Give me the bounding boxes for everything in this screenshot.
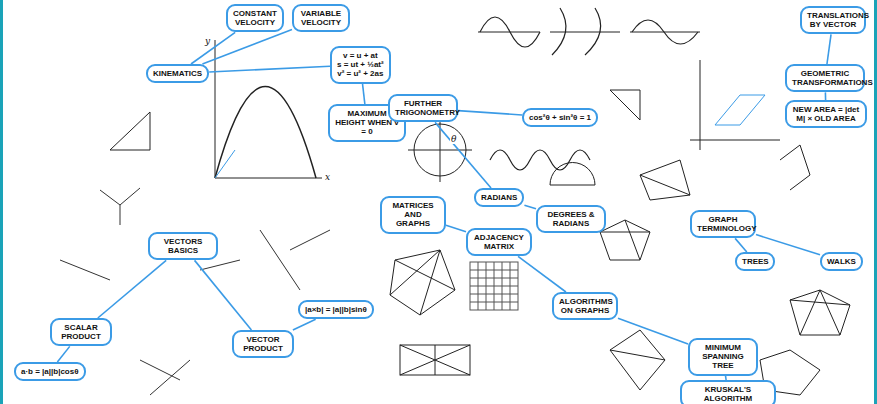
connector-line — [435, 122, 491, 188]
topic-cloud: MINIMUM SPANNING TREE — [688, 338, 758, 376]
topic-cloud: TRANSLATIONS BY VECTOR — [800, 6, 866, 34]
topic-cloud: SCALAR PRODUCT — [50, 318, 112, 346]
topic-text: a·b = |a||b|cosθ — [21, 367, 79, 376]
topic-cloud: GRAPH TERMINOLOGY — [690, 210, 756, 238]
topic-text: DEGREES & RADIANS — [543, 210, 599, 228]
topic-text: MATRICES AND GRAPHS — [387, 201, 439, 229]
topic-cloud: CONSTANT VELOCITY — [226, 4, 284, 32]
connector-line — [458, 111, 522, 115]
topic-text: TRANSLATIONS BY VECTOR — [807, 11, 859, 29]
topic-text: TREES — [742, 257, 768, 266]
topic-cloud: VECTOR PRODUCT — [232, 330, 294, 358]
topic-text: CONSTANT VELOCITY — [233, 9, 277, 27]
topic-text: VECTOR PRODUCT — [239, 335, 287, 353]
topic-text: ADJACENCY MATRIX — [473, 233, 525, 251]
topic-text: SCALAR PRODUCT — [57, 323, 105, 341]
connector-line — [209, 66, 330, 72]
axis-label: x — [324, 172, 331, 182]
topic-cloud: a·b = |a||b|cosθ — [14, 362, 86, 381]
topic-text: |a×b| = |a||b|sinθ — [305, 305, 367, 314]
topic-cloud: TREES — [735, 252, 775, 271]
topic-cloud: DEGREES & RADIANS — [536, 205, 606, 233]
axis-label: y — [204, 36, 211, 46]
axis-label: θ — [450, 134, 457, 144]
topic-text: v² = u² + 2as — [337, 69, 384, 78]
connector-line — [518, 256, 566, 292]
topic-text: v = u + at — [337, 51, 384, 60]
connector-line — [524, 205, 536, 208]
topic-cloud: VARIABLE VELOCITY — [292, 4, 350, 32]
topic-cloud: NEW AREA = |det M| × OLD AREA — [785, 100, 867, 128]
connector-line — [735, 238, 747, 252]
topic-text: VARIABLE VELOCITY — [299, 9, 343, 27]
connector-line — [827, 34, 831, 64]
topic-cloud: MATRICES AND GRAPHS — [380, 196, 446, 234]
topic-text: FURTHER TRIGONOMETRY — [395, 99, 451, 117]
connector-line — [293, 319, 316, 330]
connector-line — [57, 346, 69, 362]
topic-text: WALKS — [827, 257, 856, 266]
topic-cloud: ALGORITHMS ON GRAPHS — [552, 292, 618, 320]
topic-cloud: KINEMATICS — [146, 64, 209, 83]
topic-cloud: GEOMETRIC TRANSFORMATIONS — [785, 64, 865, 92]
connector-line — [195, 260, 252, 330]
connector-line — [446, 225, 466, 231]
topic-text: GRAPH TERMINOLOGY — [697, 215, 749, 233]
topic-cloud: VECTORS BASICS — [148, 232, 218, 260]
connector-line — [98, 260, 166, 318]
topic-text: VECTORS BASICS — [155, 237, 211, 255]
topic-text: MINIMUM SPANNING TREE — [695, 343, 751, 371]
topic-text: ALGORITHMS ON GRAPHS — [559, 297, 611, 315]
topic-cloud: KRUSKAL'S ALGORITHM — [680, 380, 776, 404]
topic-text: cos²θ + sin²θ = 1 — [529, 113, 591, 122]
topic-text: GEOMETRIC TRANSFORMATIONS — [792, 69, 858, 87]
topic-text: KINEMATICS — [153, 69, 202, 78]
connector-line — [202, 29, 292, 64]
topic-cloud: ADJACENCY MATRIX — [466, 228, 532, 256]
topic-text: s = ut + ½at² — [337, 60, 384, 69]
topic-cloud: RADIANS — [474, 188, 524, 207]
topic-cloud: FURTHER TRIGONOMETRY — [388, 94, 458, 122]
connector-line — [362, 84, 364, 104]
topic-text: RADIANS — [481, 193, 517, 202]
topic-cloud: cos²θ + sin²θ = 1 — [522, 108, 598, 127]
topic-text: NEW AREA = |det M| × OLD AREA — [792, 105, 860, 123]
topic-text: KRUSKAL'S ALGORITHM — [687, 385, 769, 403]
topic-cloud: v = u + ats = ut + ½at²v² = u² + 2as — [330, 46, 391, 84]
topic-cloud: |a×b| = |a||b|sinθ — [298, 300, 374, 319]
connector-line — [825, 92, 827, 100]
connector-line — [618, 318, 688, 344]
topic-cloud: WALKS — [820, 252, 863, 271]
